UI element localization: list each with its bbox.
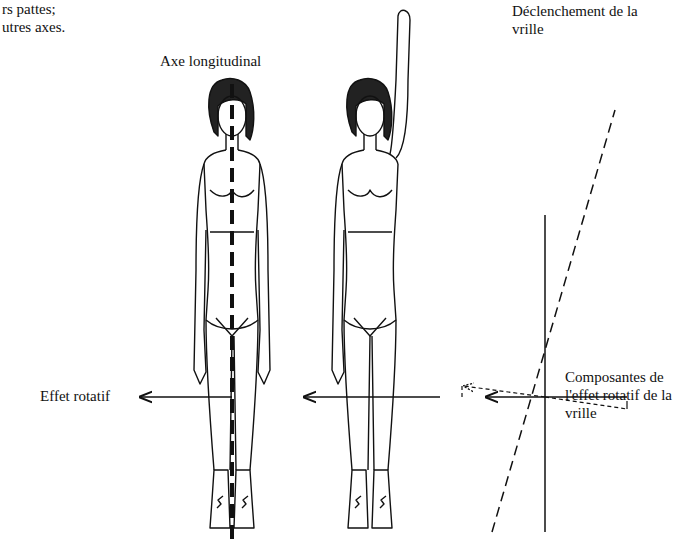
rotation-arrow [140, 396, 232, 398]
arm-label: Déclenchement de la vrille [512, 2, 647, 38]
components-label: Composantes de l'effet rotatif de la vri… [565, 368, 693, 422]
vertical-axis [544, 215, 546, 532]
arm [258, 164, 270, 384]
component-line [461, 386, 462, 397]
rotation-arrow [304, 396, 440, 398]
component-vector [464, 386, 545, 397]
figure [332, 79, 398, 529]
text-fragment: utres axes. [2, 18, 122, 36]
text-fragment: rs pattes; [2, 0, 122, 18]
axis-line [230, 84, 234, 540]
figure [194, 79, 260, 529]
axis-label: Axe longitudinal [160, 52, 310, 70]
raised-arm [390, 10, 410, 158]
tilted-axis [492, 110, 615, 532]
effect-label: Effet rotatif [40, 387, 138, 405]
